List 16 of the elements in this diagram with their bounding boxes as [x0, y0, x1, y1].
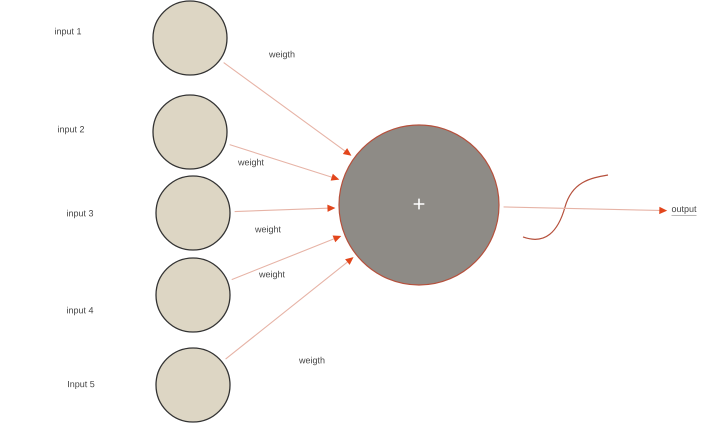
input-label: input 1	[55, 28, 82, 36]
input-label: Input 5	[68, 380, 94, 390]
input-label: input 2	[58, 126, 84, 134]
input-circle	[155, 175, 231, 251]
input-label: input 3	[67, 210, 94, 218]
input-label: input 4	[67, 306, 94, 316]
input-circle	[155, 347, 231, 423]
edge-label: weigth	[268, 50, 296, 60]
input-circle	[152, 94, 228, 170]
edge-label: weigth	[298, 356, 326, 366]
output-label: output	[671, 206, 697, 216]
edge-label: weight	[254, 224, 282, 236]
input-circle	[152, 0, 228, 76]
edge-label: weight	[237, 158, 265, 168]
edge-label: weight	[258, 270, 286, 280]
input-circle	[155, 257, 231, 333]
